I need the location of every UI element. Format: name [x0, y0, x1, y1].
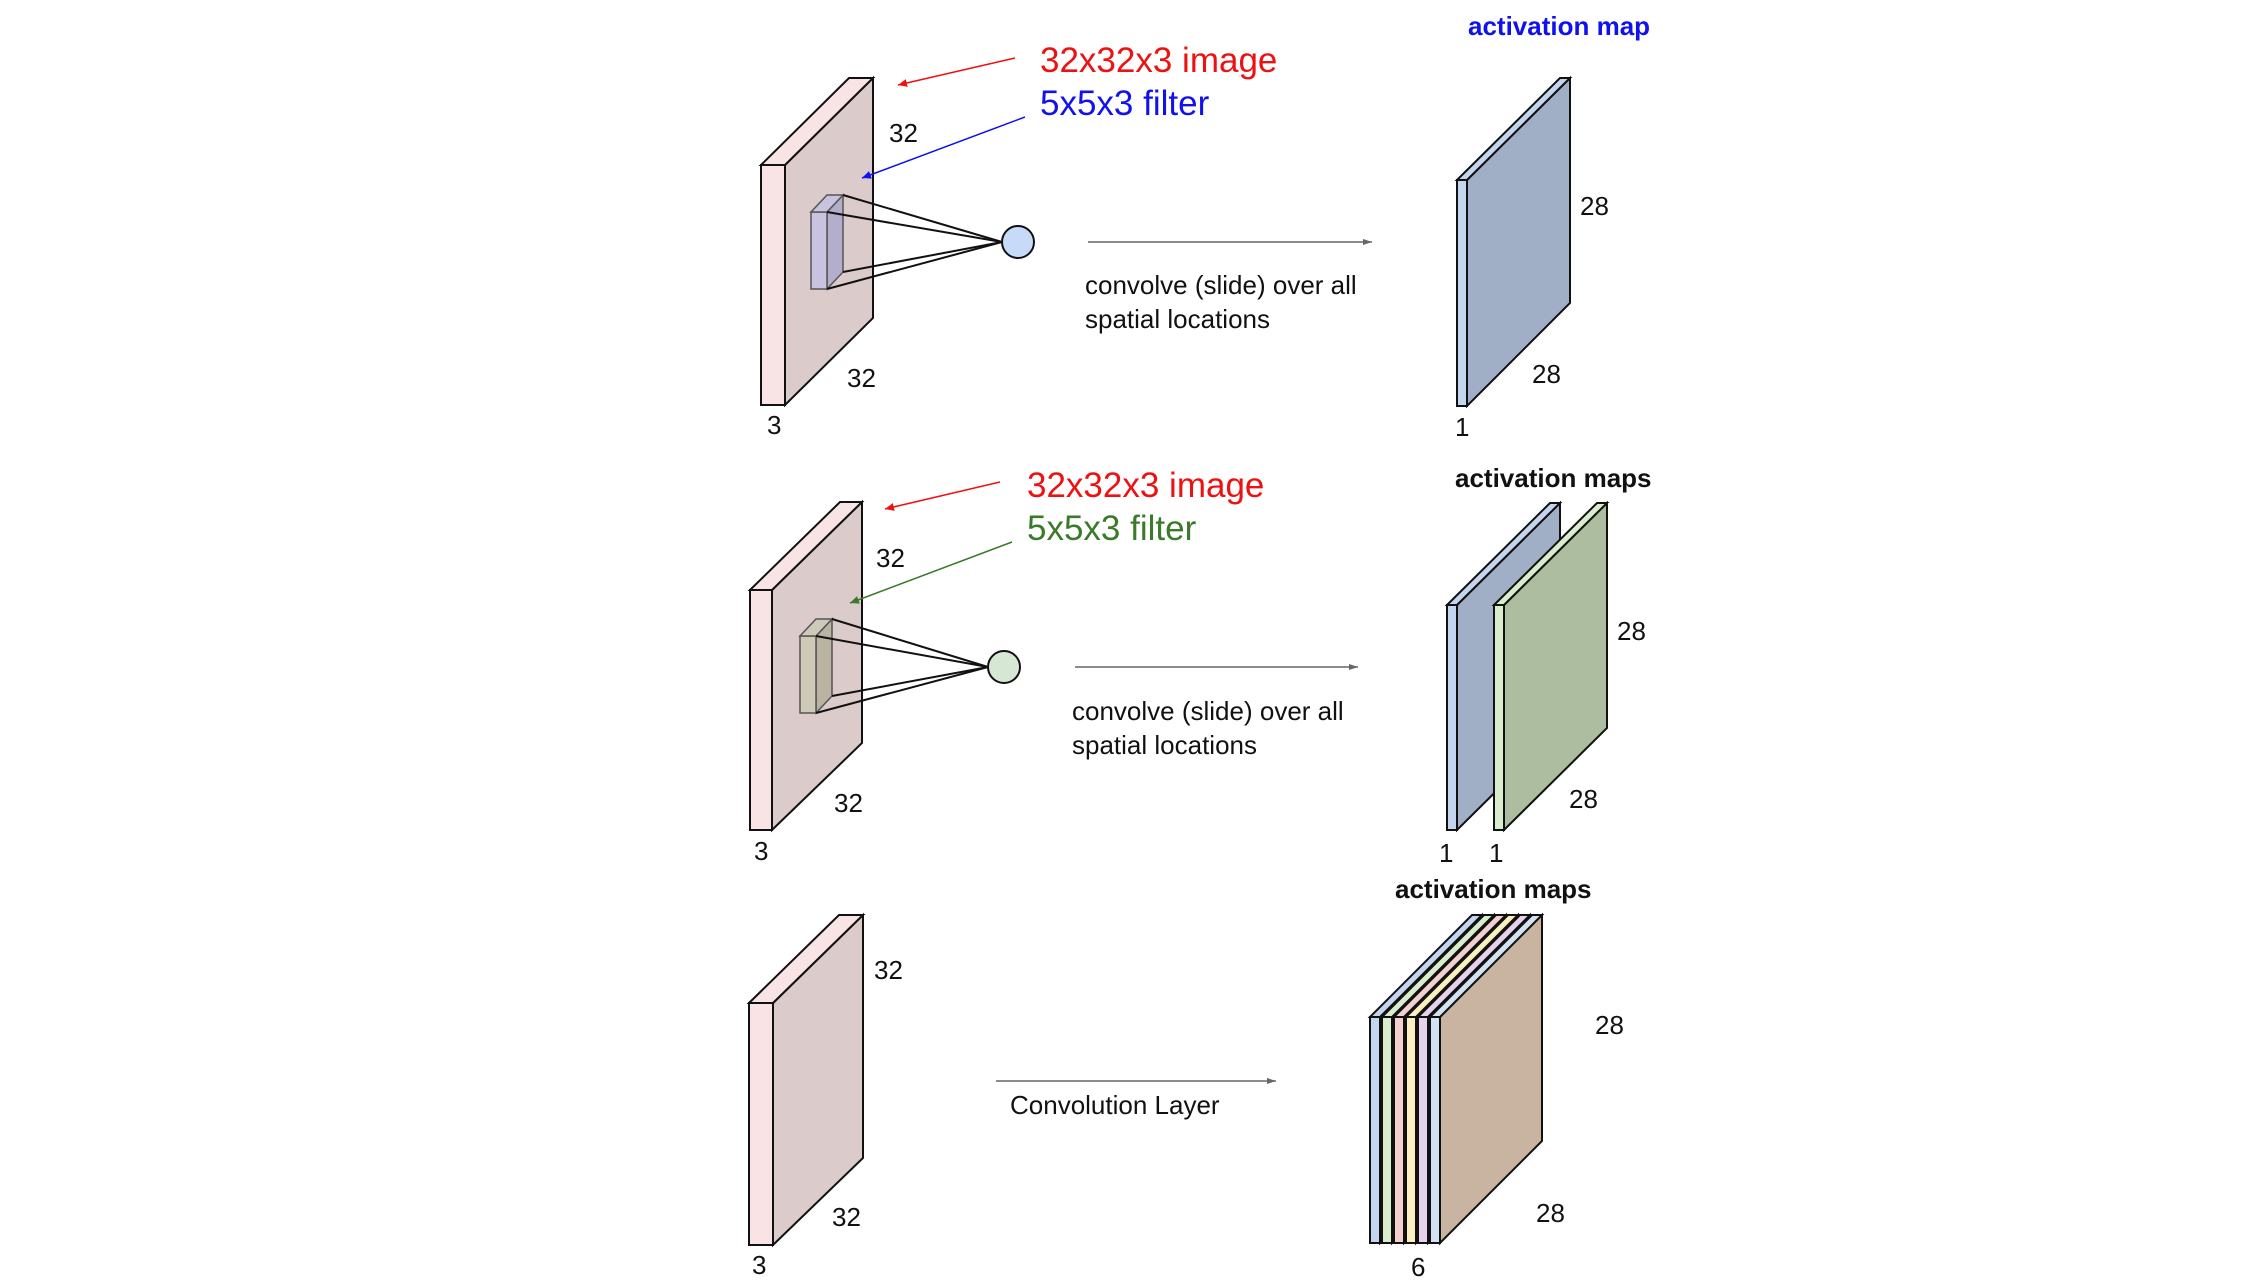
image-label: 32x32x3 image [1040, 41, 1277, 80]
activation-map-top [1391, 914, 1509, 1018]
activation-maps-title: activation maps [1455, 463, 1652, 493]
filter-label-arrow [861, 116, 1026, 179]
operation-line-2: spatial locations [1085, 304, 1270, 334]
input-depth: 3 [767, 410, 781, 440]
activation-map-sheet [1427, 912, 1545, 1246]
filter-label: 5x5x3 filter [1040, 84, 1210, 123]
activation-map-top [1415, 914, 1533, 1018]
filter-volume [798, 617, 834, 715]
panel-2: 32x32x3 image 5x5x3 filter 32 32 3 convo… [747, 463, 1652, 868]
filter-label-arrow [849, 541, 1013, 604]
input-dim-bottom: 32 [834, 788, 863, 818]
image-label-arrow [884, 481, 1001, 511]
input-dim-bottom: 32 [832, 1202, 861, 1232]
input-volume-top [758, 77, 876, 166]
activation-map-top [1367, 914, 1485, 1018]
operation-line-1: convolve (slide) over all [1085, 270, 1357, 300]
map-dim-bottom: 28 [1536, 1198, 1565, 1228]
image-label-arrow [897, 57, 1016, 87]
map-dim-top: 28 [1580, 191, 1609, 221]
filter-label: 5x5x3 filter [1027, 509, 1197, 548]
map-dim-top: 28 [1595, 1010, 1624, 1040]
input-depth: 3 [754, 836, 768, 866]
convolution-layer-label: Convolution Layer [1010, 1090, 1220, 1120]
activation-map-side [1393, 1016, 1405, 1244]
output-neuron [987, 650, 1021, 684]
map-depth: 1 [1455, 412, 1469, 442]
activation-map-side [1417, 1016, 1429, 1244]
panel-1: 32x32x3 image 5x5x3 filter 32 32 3 convo… [758, 11, 1650, 442]
filter-connection-lines [826, 194, 1003, 290]
activation-map-top [1379, 914, 1497, 1018]
map-dim-bottom: 28 [1569, 784, 1598, 814]
input-dim-top: 32 [874, 955, 903, 985]
activation-map-top [1427, 914, 1545, 1018]
activation-map [1454, 75, 1573, 409]
activation-map-stack [1367, 912, 1545, 1246]
image-label: 32x32x3 image [1027, 466, 1264, 505]
activation-map-title: activation map [1468, 11, 1650, 41]
activation-map-side [1369, 1016, 1381, 1244]
map-depth: 6 [1411, 1252, 1425, 1282]
activation-map-side [1429, 1016, 1441, 1244]
input-dim-bottom: 32 [847, 363, 876, 393]
map-dim-bottom: 28 [1532, 359, 1561, 389]
activation-map-green [1491, 500, 1610, 833]
activation-map-side [1405, 1016, 1417, 1244]
input-depth: 3 [752, 1250, 766, 1280]
input-dim-top: 32 [889, 118, 918, 148]
activation-maps-title: activation maps [1395, 874, 1592, 904]
map-depth-2: 1 [1489, 838, 1503, 868]
output-neuron [1001, 225, 1035, 259]
filter-connection-lines [815, 618, 989, 714]
map-dim-top: 28 [1617, 616, 1646, 646]
input-dim-top: 32 [876, 543, 905, 573]
operation-line-1: convolve (slide) over all [1072, 696, 1344, 726]
input-volume-side [760, 164, 786, 406]
panel-3: 32 32 3 Convolution Layer activation map… [746, 874, 1624, 1282]
filter-volume [809, 193, 845, 291]
map-depth-1: 1 [1439, 838, 1453, 868]
input-volume [746, 912, 866, 1248]
activation-map-side [1381, 1016, 1393, 1244]
operation-line-2: spatial locations [1072, 730, 1257, 760]
activation-map-top [1403, 914, 1521, 1018]
